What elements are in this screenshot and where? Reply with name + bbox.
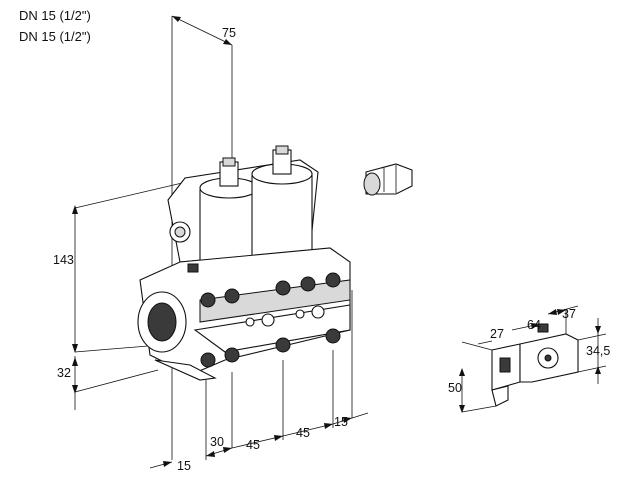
dim-50: 50	[448, 381, 462, 395]
header-line-1: DN 15 (1/2")	[19, 8, 91, 23]
dim-45-b: 45	[296, 426, 310, 440]
connector-detail	[459, 305, 607, 413]
dim-45-a: 45	[246, 438, 260, 452]
cable-gland	[363, 163, 413, 196]
dim-75: 75	[222, 26, 236, 40]
dim-15-right: 15	[334, 415, 348, 429]
dim-32: 32	[57, 366, 71, 380]
dim-64: 64	[527, 318, 541, 332]
dim-37: 37	[562, 307, 576, 321]
double-solenoid-valve	[137, 145, 351, 381]
dim-15-bottom: 15	[177, 459, 191, 473]
header-line-2: DN 15 (1/2")	[19, 29, 91, 44]
dim-27: 27	[490, 327, 504, 341]
dimension-labels: 75 143 32 30 45 45 15 15 27 64 37 34,5 5…	[53, 26, 610, 473]
dim-143: 143	[53, 253, 74, 267]
dimension-lines	[72, 15, 369, 469]
dim-30: 30	[210, 435, 224, 449]
dim-34-5: 34,5	[586, 344, 610, 358]
